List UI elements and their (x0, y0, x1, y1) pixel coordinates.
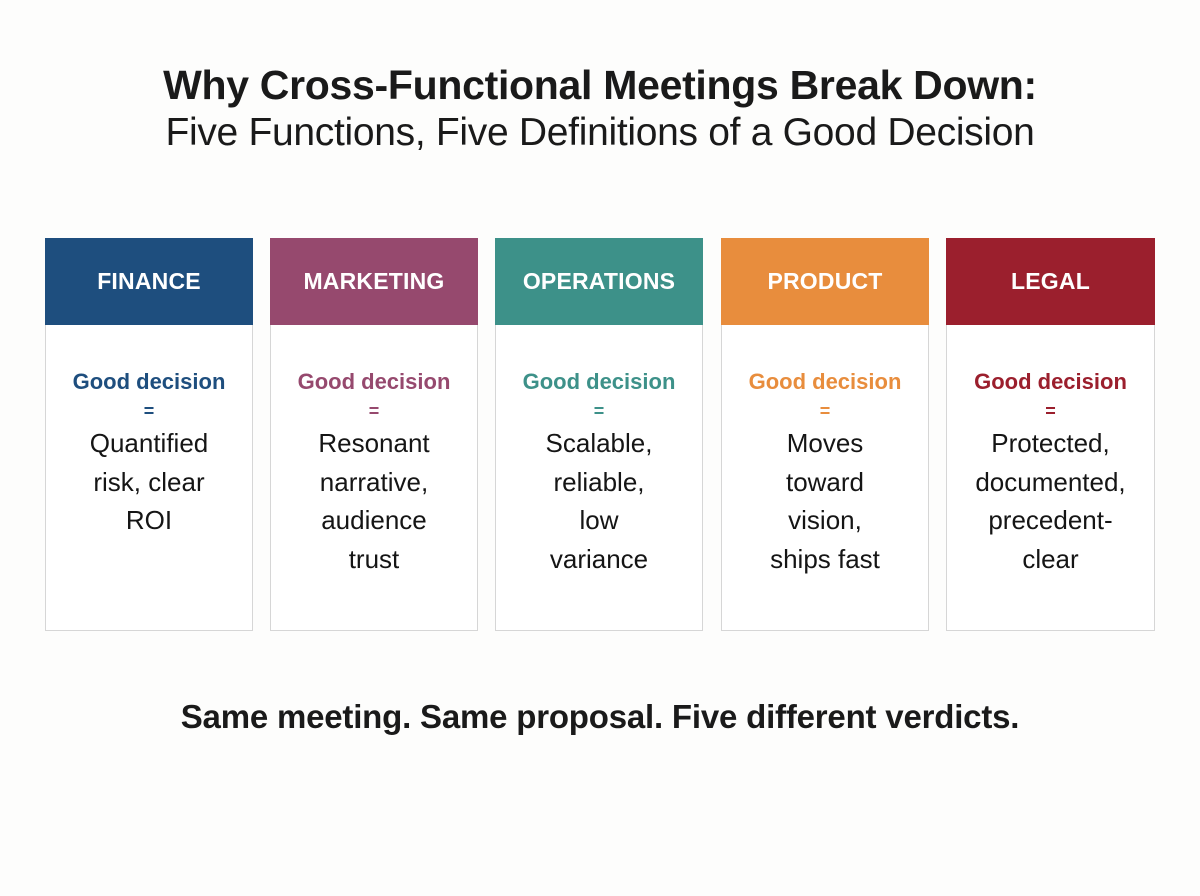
good-decision-label: Good decision (748, 369, 902, 394)
definition-text: Scalable, reliable, low variance (545, 428, 653, 574)
card-header-product: PRODUCT (721, 238, 929, 325)
card-legal: LEGAL Good decision = Protected, documen… (946, 238, 1155, 631)
function-cards: FINANCE Good decision = Quantified risk,… (45, 238, 1156, 632)
equals-sign: = (1045, 401, 1056, 421)
card-finance: FINANCE Good decision = Quantified risk,… (45, 238, 253, 631)
footer-tagline: Same meeting. Same proposal. Five differ… (180, 698, 1020, 735)
card-header-legal: LEGAL (946, 238, 1155, 325)
definition-text: Resonant narrative, audience trust (318, 428, 430, 574)
definition-text: Quantified risk, clear ROI (89, 428, 209, 535)
equals-sign: = (143, 401, 155, 421)
good-decision-label: Good decision (974, 369, 1127, 394)
card-header-marketing: MARKETING (270, 238, 478, 325)
definition-text: Protected, documented, precedent- clear (975, 428, 1126, 574)
equals-sign: = (593, 401, 605, 421)
page-title: Why Cross-Functional Meetings Break Down… (163, 62, 1037, 108)
equals-sign: = (368, 401, 380, 421)
definition-text: Moves toward vision, ships fast (770, 428, 880, 574)
good-decision-label: Good decision (297, 369, 451, 394)
card-product: PRODUCT Good decision = Moves toward vis… (721, 238, 929, 631)
good-decision-label: Good decision (522, 369, 676, 394)
good-decision-label: Good decision (72, 369, 226, 394)
card-header-finance: FINANCE (45, 238, 253, 325)
card-header-operations: OPERATIONS (495, 238, 703, 325)
page-subtitle: Five Functions, Five Definitions of a Go… (165, 111, 1035, 154)
equals-sign: = (819, 401, 831, 421)
card-marketing: MARKETING Good decision = Resonant narra… (270, 238, 478, 631)
card-operations: OPERATIONS Good decision = Scalable, rel… (495, 238, 703, 631)
